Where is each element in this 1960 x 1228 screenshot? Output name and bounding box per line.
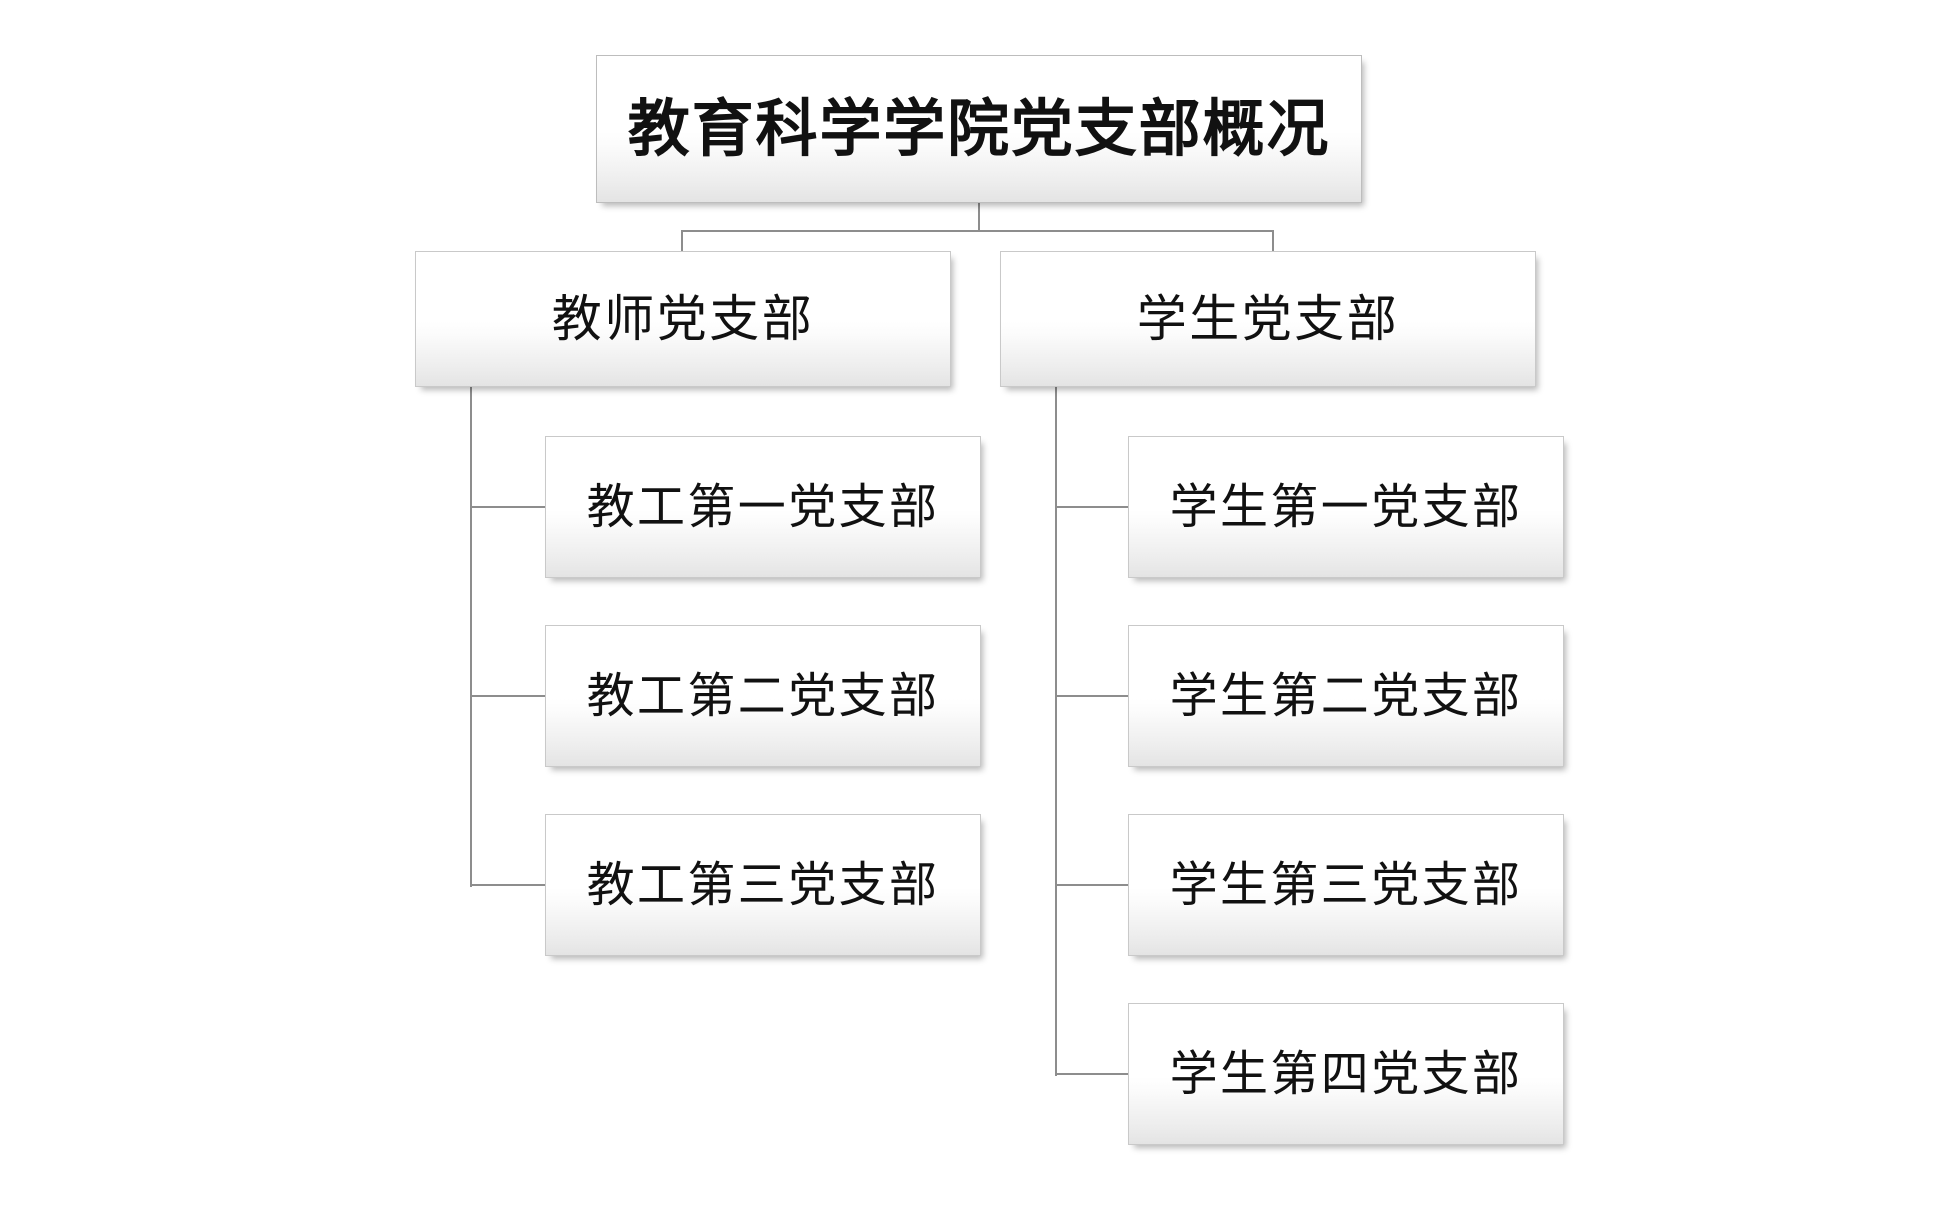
connector-student-to-child-2 xyxy=(1055,695,1130,697)
connector-student-to-child-1 xyxy=(1055,506,1130,508)
org-node-teacher-child-3-label: 教工第三党支部 xyxy=(586,856,940,913)
connector-root-to-student xyxy=(1272,230,1274,253)
org-node-student-branch-label: 学生党支部 xyxy=(1136,289,1400,348)
org-node-student-child-2-label: 学生第二党支部 xyxy=(1169,667,1523,724)
org-node-teacher-child-1[interactable]: 教工第一党支部 xyxy=(545,436,981,578)
org-node-student-child-1[interactable]: 学生第一党支部 xyxy=(1128,436,1564,578)
org-node-student-child-4-label: 学生第四党支部 xyxy=(1169,1045,1523,1102)
connector-root-horizontal-bar xyxy=(681,230,1274,232)
org-node-student-child-3[interactable]: 学生第三党支部 xyxy=(1128,814,1564,956)
connector-student-to-child-4 xyxy=(1055,1073,1130,1075)
connector-root-stem xyxy=(978,203,980,231)
org-node-student-child-1-label: 学生第一党支部 xyxy=(1169,478,1523,535)
org-node-teacher-branch[interactable]: 教师党支部 xyxy=(415,251,951,387)
org-node-teacher-child-1-label: 教工第一党支部 xyxy=(586,478,940,535)
org-node-teacher-child-3[interactable]: 教工第三党支部 xyxy=(545,814,981,956)
org-node-student-branch[interactable]: 学生党支部 xyxy=(1000,251,1536,387)
org-node-root[interactable]: 教育科学学院党支部概况 xyxy=(596,55,1362,203)
connector-teacher-to-child-1 xyxy=(470,506,547,508)
org-node-student-child-4[interactable]: 学生第四党支部 xyxy=(1128,1003,1564,1145)
connector-student-to-child-3 xyxy=(1055,884,1130,886)
org-node-student-child-3-label: 学生第三党支部 xyxy=(1169,856,1523,913)
connector-student-spine xyxy=(1055,387,1057,1076)
org-node-teacher-child-2[interactable]: 教工第二党支部 xyxy=(545,625,981,767)
connector-teacher-spine xyxy=(470,387,472,887)
connector-teacher-to-child-2 xyxy=(470,695,547,697)
org-node-teacher-child-2-label: 教工第二党支部 xyxy=(586,667,940,724)
connector-root-to-teacher xyxy=(681,230,683,253)
connector-teacher-to-child-3 xyxy=(470,884,547,886)
org-node-student-child-2[interactable]: 学生第二党支部 xyxy=(1128,625,1564,767)
org-node-teacher-branch-label: 教师党支部 xyxy=(551,289,815,348)
org-node-root-label: 教育科学学院党支部概况 xyxy=(627,91,1331,165)
